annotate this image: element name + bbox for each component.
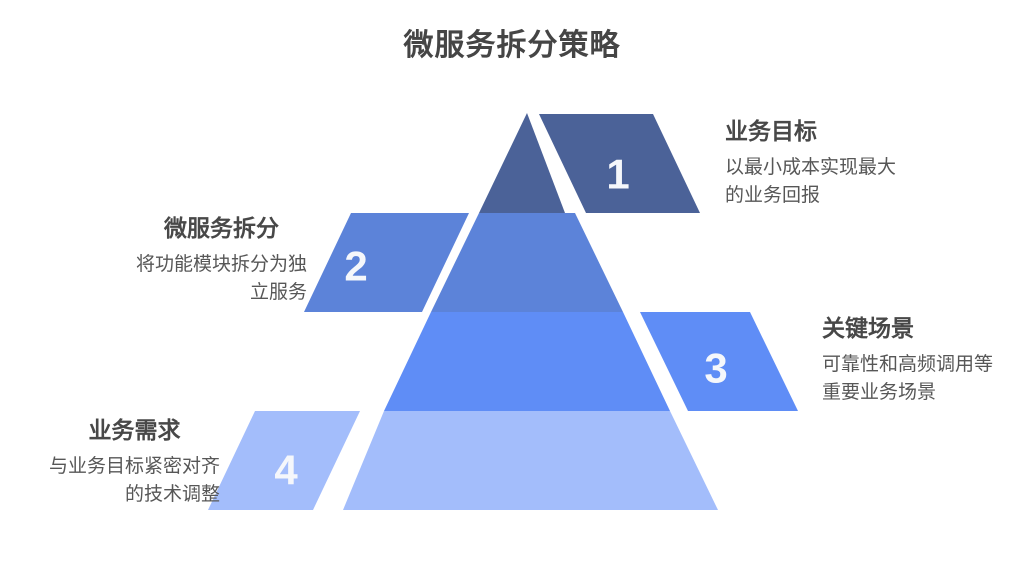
item-2-desc-line-1: 将功能模块拆分为独 <box>135 254 307 275</box>
item-2-desc: 将功能模块拆分为独 立服务 <box>136 251 307 307</box>
tab-2 <box>304 213 469 312</box>
item-2-title: 微服务拆分 <box>163 215 279 241</box>
tab-3-number: 3 <box>704 345 727 392</box>
tab-2-number: 2 <box>344 243 367 290</box>
tab-3 <box>640 312 798 411</box>
label-business-needs: 业务需求 与业务目标紧密对齐 的技术调整 <box>49 416 220 509</box>
pyramid-level-1 <box>479 113 565 213</box>
item-4-desc: 与业务目标紧密对齐 的技术调整 <box>49 453 220 509</box>
item-3-title: 关键场景 <box>822 315 914 341</box>
item-3-desc-line-1: 可靠性和高频调用等 <box>822 354 994 375</box>
item-1-title: 业务目标 <box>725 118 817 144</box>
item-4-desc-line-2: 的技术调整 <box>124 484 220 505</box>
label-microservice-split: 微服务拆分 将功能模块拆分为独 立服务 <box>136 214 307 307</box>
item-2-desc-line-2: 立服务 <box>249 282 307 303</box>
pyramid-level-3 <box>384 312 670 411</box>
item-1-desc-line-1: 以最小成本实现最大 <box>725 157 897 178</box>
item-1-desc: 以最小成本实现最大 的业务回报 <box>725 154 896 210</box>
item-1-desc-line-2: 的业务回报 <box>725 185 821 206</box>
item-4-desc-line-1: 与业务目标紧密对齐 <box>48 456 220 477</box>
label-key-scenarios: 关键场景 可靠性和高频调用等 重要业务场景 <box>822 314 993 407</box>
item-3-desc: 可靠性和高频调用等 重要业务场景 <box>822 351 993 407</box>
tab-4-number: 4 <box>274 447 298 494</box>
page-title: 微服务拆分策略 <box>403 29 621 62</box>
tab-4 <box>208 411 360 510</box>
tab-1 <box>539 114 700 213</box>
label-business-goal: 业务目标 以最小成本实现最大 的业务回报 <box>725 117 896 210</box>
pyramid-level-2 <box>431 213 623 312</box>
tab-1-number: 1 <box>606 151 629 198</box>
item-3-desc-line-2: 重要业务场景 <box>822 382 937 403</box>
pyramid-level-4 <box>343 411 718 510</box>
item-4-title: 业务需求 <box>88 417 181 443</box>
